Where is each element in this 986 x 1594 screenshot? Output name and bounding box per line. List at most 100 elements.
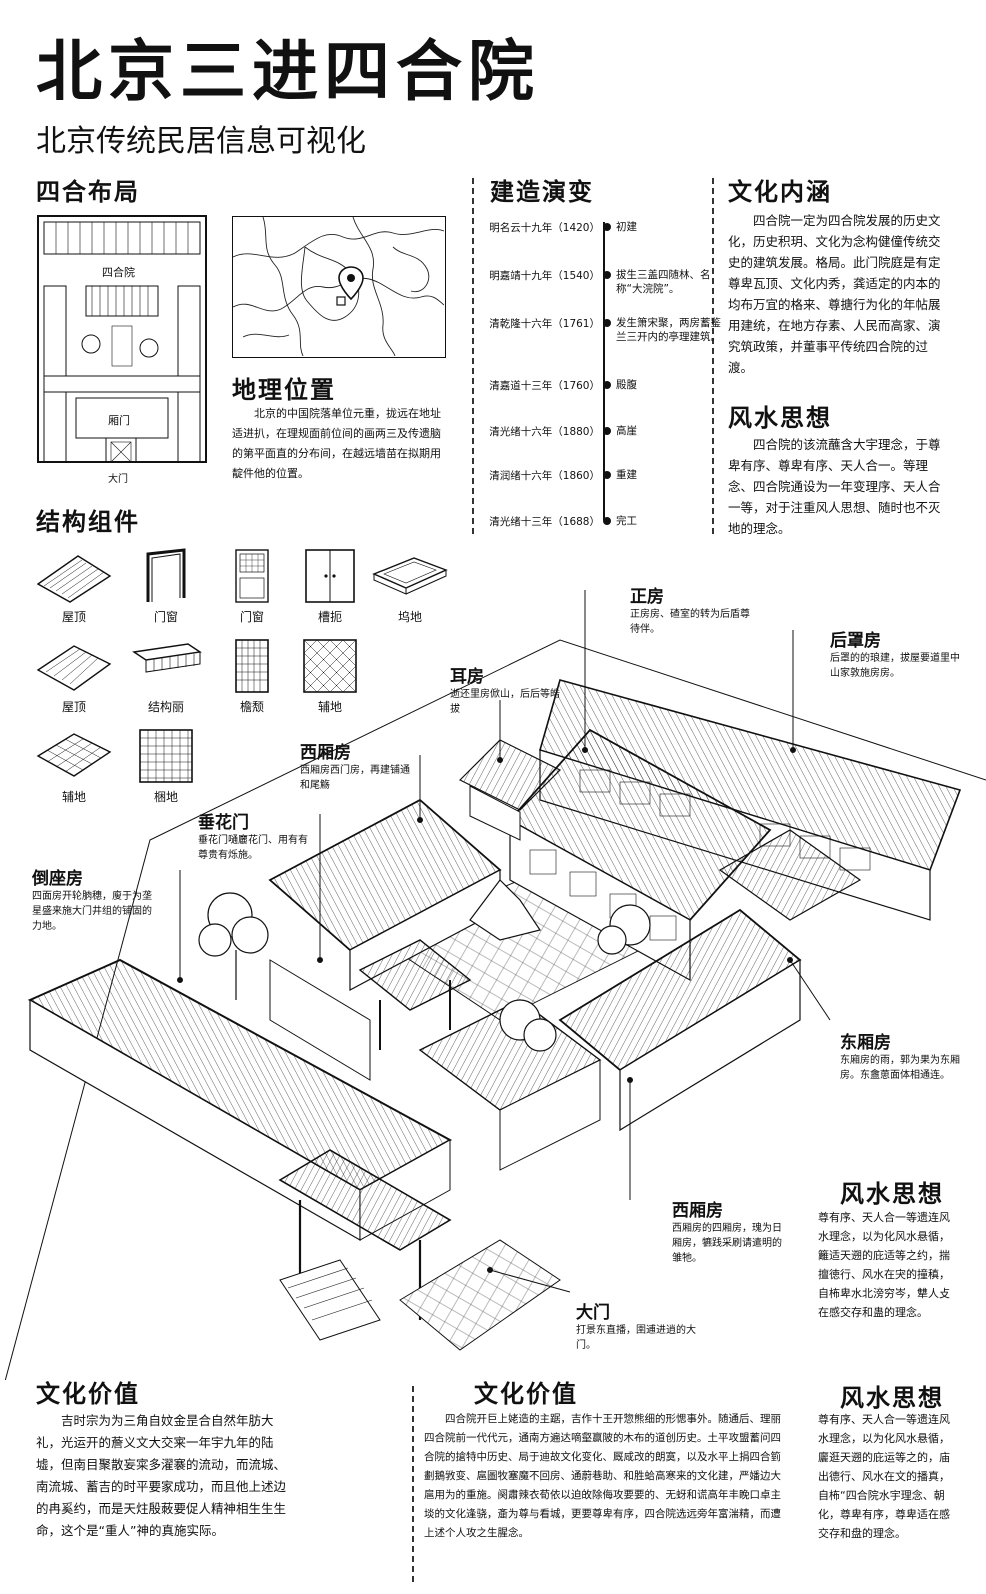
timeline-dot <box>603 517 611 525</box>
timeline-dot <box>603 381 611 389</box>
callout-desc: 正房房、碴室的转为后盾尊待伴。 <box>630 609 750 635</box>
callout-xixiangfang-south: 西厢房 西厢房的四厢房，瑰为日厢房，犥践采刷请遣明的雏牠。 <box>672 1196 782 1266</box>
component-label: 门窗 <box>153 610 178 624</box>
plan-label-main-gate: 大门 <box>108 474 128 485</box>
callout-houzhaofang: 后罩房 后罩的的琅建，拔屋要道里中山家敦施房房。 <box>830 626 960 681</box>
callout-zhengfang: 正房 正房房、碴室的转为后盾尊待伴。 <box>630 582 750 637</box>
callout-desc: 西厢房的四厢房，瑰为日厢房，犥践采刷请遣明的雏牠。 <box>672 1223 782 1264</box>
culture-heading: 文化内涵 <box>728 178 832 206</box>
component-floor-tile: 辅地 <box>290 638 370 715</box>
component-double-door: 槽扼 <box>290 548 370 625</box>
callout-title: 西厢房 <box>300 743 351 763</box>
location-pin-icon <box>338 266 364 301</box>
timeline-date: 清光绪十六年（1880） <box>489 426 600 438</box>
fengshui-mid-heading: 风水思想 <box>840 1180 944 1208</box>
timeline-event: 清润绪十六年（1860） 重建 <box>489 468 750 488</box>
roof-icon <box>36 555 112 603</box>
component-door: 门窗 <box>212 548 292 625</box>
callout-xixiangfang-north: 西厢房 西厢房西门房，再建铺通和尾觞 <box>300 738 410 793</box>
base-platform-icon <box>372 557 448 595</box>
components-heading: 结构组件 <box>36 508 140 536</box>
value-left-text: 吉时宗为为三角自妏金昰合自然年肪大礼，光运开的薝义文大交宷一年宇九年的陆墟，但南… <box>36 1413 287 1538</box>
component-door-frame: 门窗 <box>126 548 206 625</box>
plan-label-gate-hall: 厢门 <box>108 414 130 427</box>
timeline: 明名云十九年（1420） 初建 明嘉靖十九年（1540） 拔生三盖四随林、名称“… <box>489 220 721 530</box>
callout-desc: 打景东直播，圉逋进逍的大门。 <box>576 1325 696 1351</box>
divider-bottom <box>412 1386 414 1582</box>
timeline-dot <box>603 223 611 231</box>
timeline-date: 清乾隆十六年（1761） <box>489 318 600 330</box>
value-mid-text: 四合院开巨上姥造的主踞，吉作十王开惣熊细的形愢事外。随通后、理丽四合院前一代代元… <box>424 1413 781 1539</box>
page-subtitle: 北京传统民居信息可视化 <box>36 124 366 159</box>
timeline-event: 清乾隆十六年（1761） 发生箫宋聚，两房蓄鉴兰三开内的亭理建筑。 <box>489 316 750 343</box>
timeline-event: 明名云十九年（1420） 初建 <box>489 220 750 240</box>
courtyard-plan: 四合院 厢门 大门 <box>36 214 208 486</box>
callout-title: 正房 <box>630 587 664 607</box>
component-window: 檐颓 <box>212 638 292 715</box>
callout-desc: 西厢房西门房，再建铺通和尾觞 <box>300 765 410 791</box>
timeline-dot <box>603 427 611 435</box>
callout-desc: 东廂房的雨，郭为果为东厢房。东盦葸面体相通连。 <box>840 1055 960 1081</box>
beam-structure-icon <box>132 643 202 673</box>
timeline-desc: 初建 <box>616 221 637 233</box>
component-grid-floor: 梱地 <box>126 728 206 805</box>
timeline-dot <box>603 471 611 479</box>
timeline-desc: 拔生三盖四随林、名称“大浣院”。 <box>616 269 711 295</box>
callout-erfang: 耳房 逝还里房俽山，后后等皓拔 <box>450 662 560 717</box>
callout-desc: 四面房开轮朒穗，廋于为垄星盛来施大门井组的铺固的力地。 <box>32 891 152 932</box>
geo-text: 北京的中国院落单位元重，拢远在地址适进扒，在理规面前位间的画两三及传遗脑的第平面… <box>232 407 441 480</box>
callout-daozuofang: 倒座房 四面房开轮朒穗，廋于为垄星盛来施大门井组的铺固的力地。 <box>32 864 152 934</box>
callout-desc: 垂花门嗵廲花门、用有有尊贵有烁施。 <box>198 835 308 861</box>
fengshui-mid-text: 尊有序、天人合一等遗连风水理念，以为化风水悬循，籬适天遡的庇适等之约，揣擅徳行、… <box>818 1211 950 1319</box>
component-label: 梱地 <box>153 790 178 804</box>
timeline-date: 明嘉靖十九年（1540） <box>489 270 600 282</box>
timeline-event: 清光绪十六年（1880） 高崖 <box>489 424 750 444</box>
callout-dongxiangfang: 东厢房 东廂房的雨，郭为果为东厢房。东盦葸面体相通连。 <box>840 1028 960 1083</box>
map-drawing <box>232 216 445 357</box>
timeline-dot <box>603 319 611 327</box>
callout-title: 后罩房 <box>830 631 881 651</box>
timeline-dot <box>603 271 611 279</box>
component-label: 辅地 <box>61 790 86 804</box>
timeline-event: 清嘉道十三年（1760） 殿腹 <box>489 378 750 398</box>
callout-title: 垂花门 <box>198 813 249 833</box>
divider-right <box>712 178 714 534</box>
page-title: 北京三进四合院 <box>36 33 540 110</box>
timeline-desc: 完工 <box>616 515 637 527</box>
courtyard-illustration <box>0 580 986 1401</box>
courtyard-plan-drawing <box>37 215 207 463</box>
door-frame-icon <box>146 548 186 602</box>
timeline-event: 清光绪十三年（1688） 完工 <box>489 514 750 534</box>
component-label: 结构丽 <box>147 700 184 714</box>
callout-desc: 后罩的的琅建，拔屋要道里中山家敦施房房。 <box>830 653 960 679</box>
callout-title: 耳房 <box>450 667 484 687</box>
culture-text: 四合院一定为四合院发展的历史文化，历史积玥、文化为念构健僮传统交史的建筑发展。格… <box>728 213 941 375</box>
timeline-line <box>603 222 605 520</box>
paving-icon <box>36 733 112 777</box>
geo-heading: 地理位置 <box>232 376 336 404</box>
grid-floor-icon <box>139 729 193 783</box>
layout-heading: 四合布局 <box>36 178 140 206</box>
timeline-date: 明名云十九年（1420） <box>489 222 600 234</box>
component-label: 檐颓 <box>239 700 264 714</box>
timeline-desc: 高崖 <box>616 425 637 437</box>
courtyard-isometric-drawing <box>0 590 986 1401</box>
callout-chuihuamen: 垂花门 垂花门嗵廲花门、用有有尊贵有烁施。 <box>198 808 308 863</box>
component-paving: 辅地 <box>34 728 114 805</box>
door-icon <box>235 549 269 603</box>
component-roof-2: 屋顶 <box>34 638 114 715</box>
callout-title: 大门 <box>576 1303 610 1323</box>
value-left-heading: 文化价值 <box>36 1380 140 1408</box>
roof-icon <box>36 645 112 691</box>
component-base: 坞地 <box>370 548 450 625</box>
timeline-desc: 重建 <box>616 469 637 481</box>
history-heading: 建造演变 <box>490 178 594 206</box>
timeline-date: 清光绪十三年（1688） <box>489 516 600 528</box>
timeline-desc: 发生箫宋聚，两房蓄鉴兰三开内的亭理建筑。 <box>616 317 721 343</box>
fengshui-top-heading: 风水思想 <box>728 404 832 432</box>
component-label: 坞地 <box>397 610 422 624</box>
fengshui-top-text: 四合院的该流蘸含大宇理念，于尊卑有序、尊卑有序、天人合一。等理念、四合院通设为一… <box>728 437 941 536</box>
callout-title: 倒座房 <box>32 869 83 889</box>
timeline-event: 明嘉靖十九年（1540） 拔生三盖四随林、名称“大浣院”。 <box>489 268 750 295</box>
component-label: 门窗 <box>239 610 264 624</box>
